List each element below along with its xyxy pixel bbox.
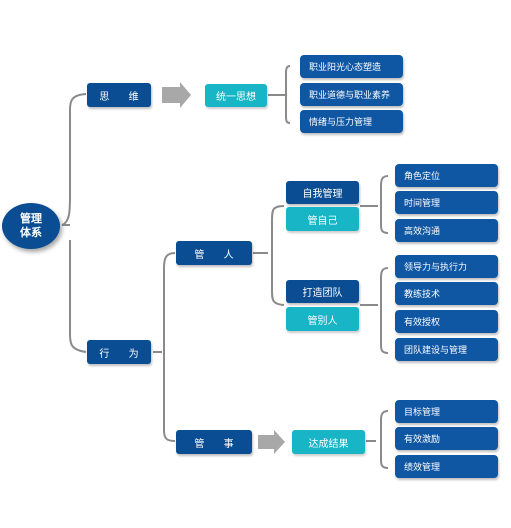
leaf-team-building: 团队建设与管理: [395, 338, 498, 361]
brace-root: [61, 93, 87, 353]
leaf-effective-communication: 高效沟通: [395, 219, 498, 242]
node-self-management: 自我管理: [286, 181, 359, 204]
node-build-team: 打造团队: [286, 280, 359, 303]
leaf-emotion-stress: 情绪与压力管理: [300, 110, 403, 133]
leaf-role-positioning: 角色定位: [395, 164, 498, 187]
node-action: 行 为: [87, 340, 151, 364]
leaf-time-management: 时间管理: [395, 191, 498, 214]
arrow-affairs: [258, 430, 285, 454]
root-node: 管理 体系: [2, 203, 60, 249]
leaf-coaching: 教练技术: [395, 282, 498, 305]
brace-thinking: [268, 65, 291, 124]
leaf-effective-motivation: 有效激励: [395, 427, 498, 450]
leaf-delegation: 有效授权: [395, 310, 498, 333]
node-thinking: 思 维: [87, 83, 151, 107]
brace-people: [253, 205, 285, 306]
brace-action: [153, 252, 176, 442]
leaf-leadership-execution: 领导力与执行力: [395, 255, 498, 278]
leaf-performance-management: 绩效管理: [395, 455, 498, 478]
node-manage-others: 管别人: [286, 307, 359, 331]
node-manage-self: 管自己: [286, 207, 359, 231]
node-manage-affairs: 管 事: [176, 430, 252, 454]
leaf-sunshine-mindset: 职业阳光心态塑造: [300, 55, 403, 78]
brace-affairs: [366, 410, 389, 469]
arrow-thinking: [162, 82, 191, 108]
brace-self: [360, 175, 389, 234]
node-manage-people: 管 人: [176, 241, 252, 265]
brace-team: [360, 267, 389, 354]
leaf-goal-management: 目标管理: [395, 400, 498, 423]
node-unify-thought: 统一思想: [205, 84, 267, 107]
node-achieve-results: 达成结果: [292, 430, 365, 454]
leaf-professional-ethics: 职业道德与职业素养: [300, 83, 403, 106]
